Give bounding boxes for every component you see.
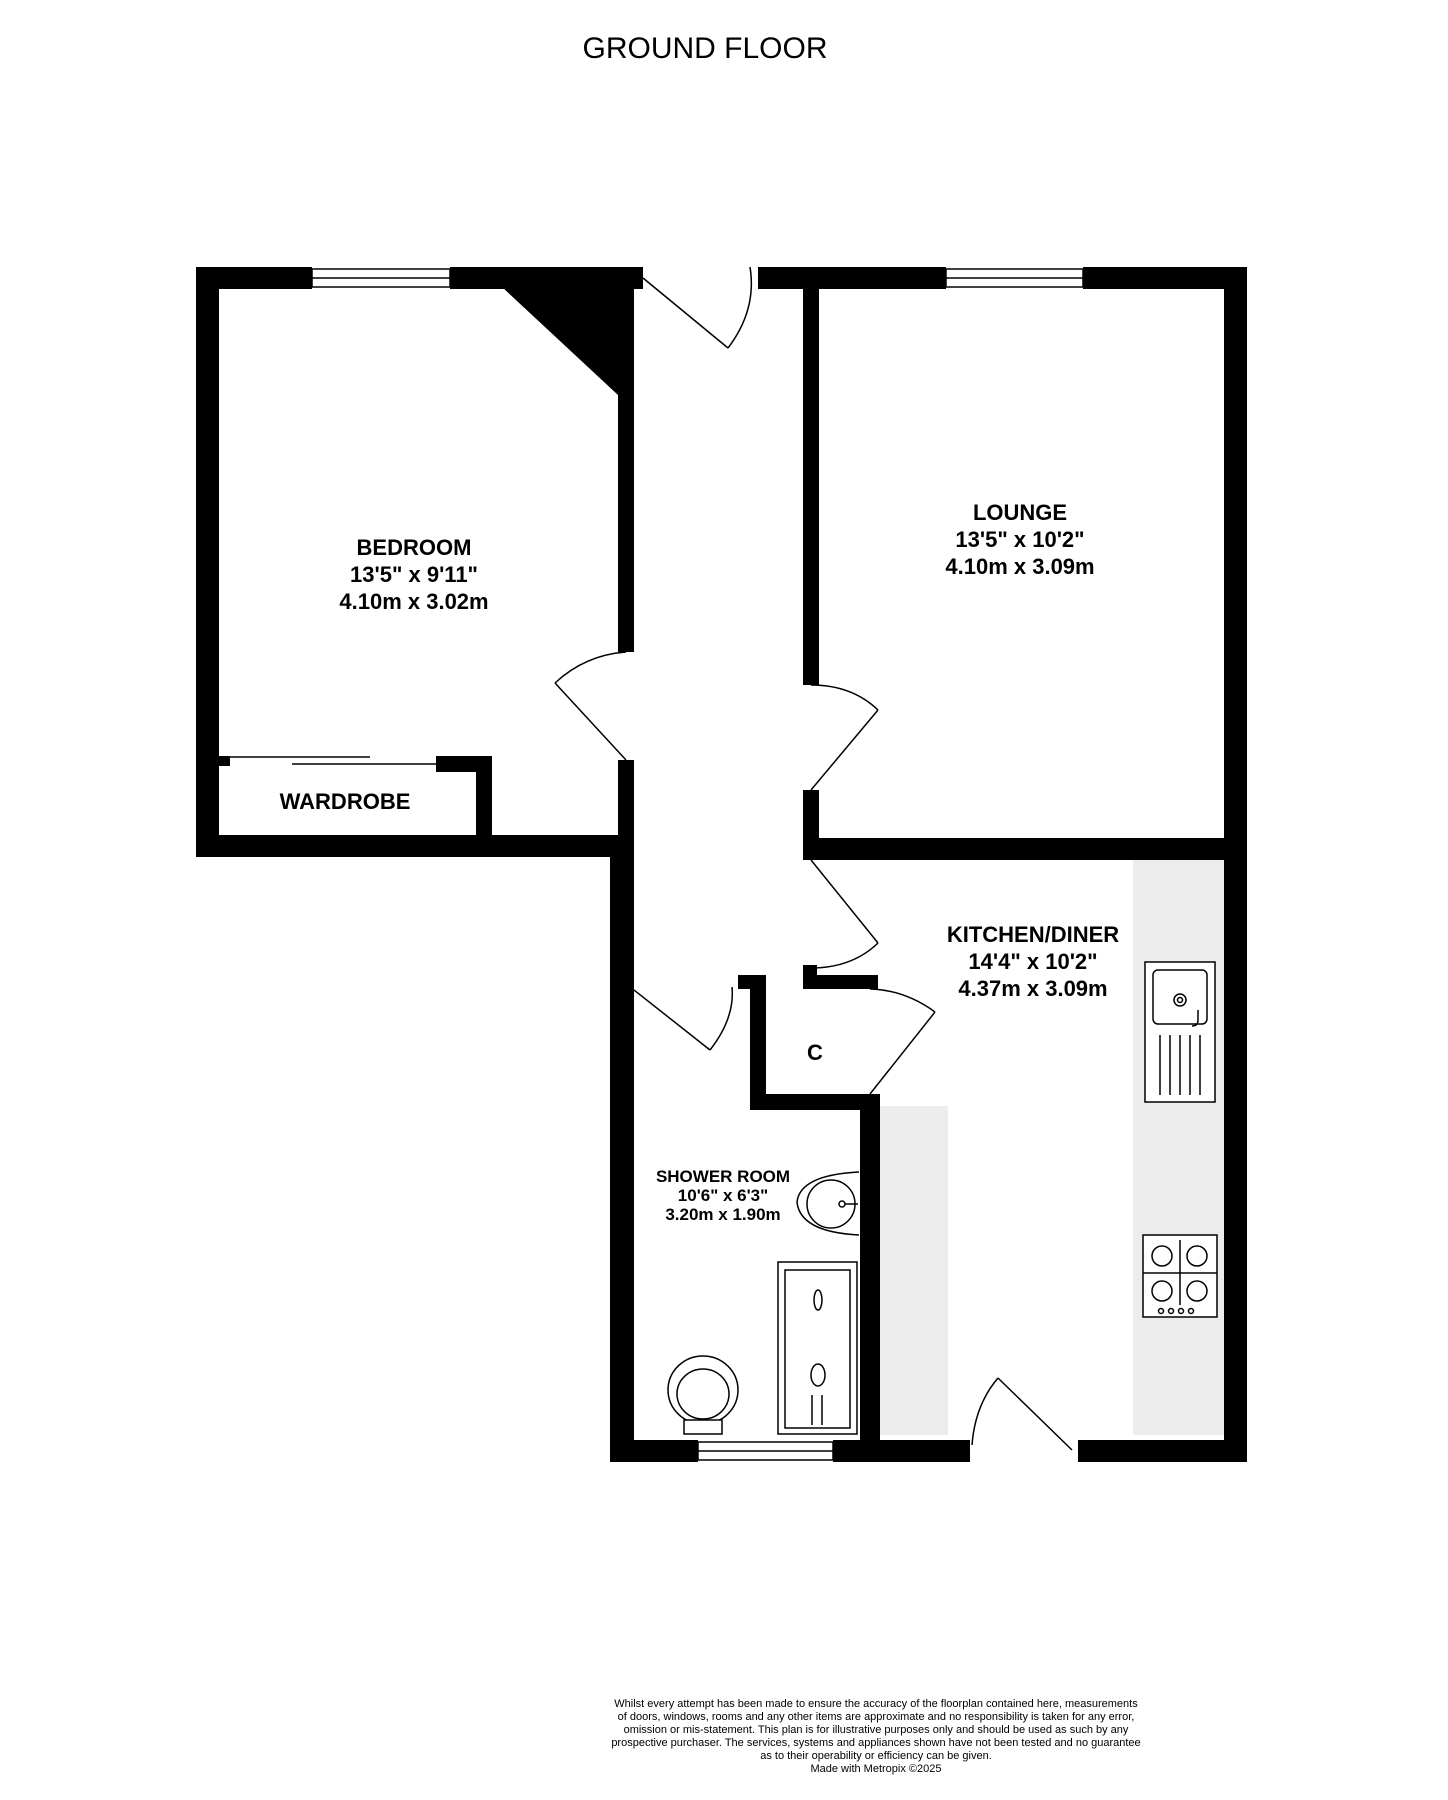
- kitchen-door: [810, 859, 879, 969]
- disclaimer-line: as to their operability or efficiency ca…: [760, 1750, 992, 1762]
- disclaimer-line: prospective purchaser. The services, sys…: [611, 1737, 1140, 1749]
- room-cupboard-label: C: [807, 1040, 823, 1065]
- lounge-west-wall-upper: [803, 267, 819, 685]
- disclaimer-line: omission or mis-statement. This plan is …: [624, 1724, 1129, 1736]
- walls: [196, 267, 1247, 1462]
- room-name: SHOWER ROOM: [656, 1167, 790, 1186]
- kitchen-worktops: [880, 855, 1225, 1435]
- bedroom-window: [311, 268, 451, 288]
- doors: [554, 266, 1073, 1451]
- room-shower-label: SHOWER ROOM 10'6" x 6'3" 3.20m x 1.90m: [656, 1167, 790, 1224]
- room-lounge-label: LOUNGE 13'5" x 10'2" 4.10m x 3.09m: [945, 500, 1094, 579]
- bedroom-west-wall: [196, 267, 219, 857]
- shower-south-wall-west: [610, 1440, 698, 1462]
- room-metric: 4.10m x 3.09m: [945, 554, 1094, 579]
- cupboard-post: [803, 965, 817, 979]
- back-door: [971, 1377, 1073, 1451]
- shower-tray-icon: [777, 1261, 858, 1435]
- shower-room-door: [633, 986, 734, 1051]
- room-metric: 4.10m x 3.02m: [339, 589, 488, 614]
- cupboard-wall-west: [750, 975, 766, 1110]
- lounge-window: [945, 268, 1084, 288]
- kitchen-south-wall: [1078, 1440, 1247, 1462]
- room-metric: 4.37m x 3.09m: [958, 976, 1107, 1001]
- bedroom-east-wall-lower: [618, 760, 634, 835]
- disclaimer-line: of doors, windows, rooms and any other i…: [618, 1711, 1135, 1723]
- cupboard-wall-top-right: [803, 975, 878, 989]
- lounge-north-wall-west: [758, 267, 946, 289]
- room-name: LOUNGE: [973, 500, 1067, 525]
- worktop-west: [880, 1106, 948, 1435]
- room-name: KITCHEN/DINER: [947, 922, 1119, 947]
- room-kitchen-label: KITCHEN/DINER 14'4" x 10'2" 4.37m x 3.09…: [947, 922, 1119, 1001]
- cupboard-door: [869, 988, 936, 1095]
- hob-icon: [1142, 1234, 1218, 1318]
- washbasin-icon: [796, 1171, 860, 1236]
- shower-room-window: [697, 1441, 834, 1461]
- room-imperial: 13'5" x 10'2": [955, 527, 1084, 552]
- room-bedroom-label: BEDROOM 13'5" x 9'11" 4.10m x 3.02m: [339, 535, 488, 614]
- worktop-east: [1133, 855, 1225, 1435]
- bedroom-north-wall-east: [450, 267, 643, 289]
- windows: [311, 268, 1084, 1461]
- toilet-icon: [667, 1355, 739, 1435]
- room-imperial: 14'4" x 10'2": [968, 949, 1097, 974]
- room-name: BEDROOM: [357, 535, 472, 560]
- bedroom-door: [554, 651, 627, 761]
- disclaimer: Whilst every attempt has been made to en…: [611, 1698, 1140, 1775]
- shower-south-wall-east: [833, 1440, 970, 1462]
- disclaimer-credit: Made with Metropix ©2025: [810, 1763, 941, 1775]
- sink-icon: [1144, 961, 1216, 1103]
- wardrobe-stub: [205, 756, 230, 766]
- bedroom-chimney-breast: [502, 287, 618, 395]
- lounge-north-wall-east: [1083, 267, 1247, 289]
- lounge-kitchen-divider: [803, 838, 1247, 860]
- bedroom-east-wall-upper: [618, 267, 634, 652]
- disclaimer-line: Whilst every attempt has been made to en…: [614, 1698, 1138, 1710]
- room-imperial: 10'6" x 6'3": [678, 1186, 768, 1205]
- room-imperial: 13'5" x 9'11": [350, 562, 478, 587]
- cupboard-wall-south: [750, 1094, 880, 1110]
- shower-kitchen-wall: [860, 1094, 880, 1462]
- wardrobe-sliding-doors: [230, 756, 436, 765]
- hallway-west-wall: [610, 835, 634, 1462]
- front-door: [642, 266, 753, 349]
- lounge-door: [810, 684, 879, 791]
- room-wardrobe-label: WARDROBE: [280, 789, 411, 814]
- bedroom-north-wall-west: [196, 267, 312, 289]
- bedroom-south-wall: [196, 835, 633, 857]
- floor-title: GROUND FLOOR: [582, 32, 827, 65]
- wardrobe-wall-side: [476, 756, 492, 846]
- room-metric: 3.20m x 1.90m: [665, 1205, 780, 1224]
- east-outer-wall: [1224, 267, 1247, 1462]
